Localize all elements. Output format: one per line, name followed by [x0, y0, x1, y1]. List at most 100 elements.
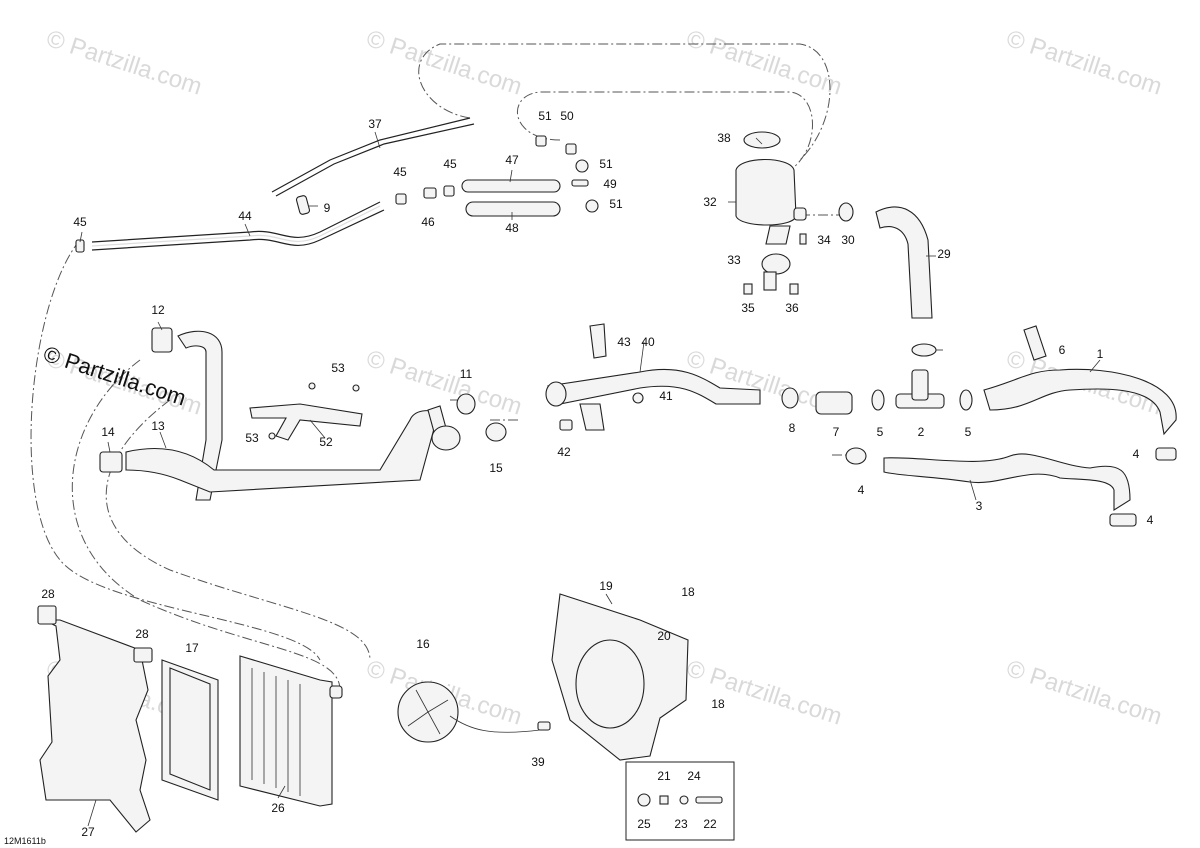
- clip-28-mid: [133, 647, 153, 663]
- callout-number: 23: [674, 817, 688, 831]
- hardware-group-box: [625, 761, 735, 841]
- pipe-40: [545, 368, 761, 431]
- callout-number: 19: [599, 579, 613, 593]
- callout-number: 25: [637, 817, 651, 831]
- bracket-52: [249, 403, 363, 441]
- watermark-text: © Partzilla.com: [1003, 25, 1165, 101]
- watermark-text: © Partzilla.com: [363, 345, 525, 421]
- watermark-text: © Partzilla.com: [363, 25, 525, 101]
- callout-number: 38: [717, 131, 731, 145]
- hose-47: [461, 179, 561, 193]
- hose-assembly-12-13: [99, 327, 461, 501]
- callout-number: 18: [681, 585, 695, 599]
- watermark-text: © Partzilla.com: [43, 25, 205, 101]
- callout-number: 18: [711, 697, 725, 711]
- callout-number: 21: [657, 769, 671, 783]
- callout-number: 52: [319, 435, 333, 449]
- clamp-4-right: [1109, 447, 1177, 527]
- watermark-text: © Partzilla.com: [683, 25, 845, 101]
- callout-number: 13: [151, 419, 165, 433]
- hose-1: [983, 368, 1177, 436]
- callout-number: 16: [416, 637, 430, 651]
- clamps: [456, 202, 973, 465]
- callout-number: 17: [185, 641, 199, 655]
- screen-17: [161, 659, 219, 801]
- callout-number: 45: [443, 157, 457, 171]
- callout-number: 30: [841, 233, 855, 247]
- callout-number: 6: [1059, 343, 1066, 357]
- callout-number: 49: [603, 177, 617, 191]
- callout-number: 7: [833, 425, 840, 439]
- rod-37: [271, 117, 475, 197]
- watermark-text: © Partzilla.com: [683, 655, 845, 731]
- callout-number: 32: [703, 195, 717, 209]
- coolant-reservoir-32: [735, 159, 807, 245]
- callout-number: 51: [538, 109, 552, 123]
- watermark-text: © Partzilla.com: [1003, 655, 1165, 731]
- clip-28-top: [37, 605, 57, 625]
- fan-16: [397, 681, 551, 743]
- callout-number: 41: [659, 389, 673, 403]
- callout-number: 47: [505, 153, 519, 167]
- callout-number: 34: [817, 233, 831, 247]
- hose-44: [91, 201, 385, 251]
- callout-number: 46: [421, 215, 435, 229]
- clamp-33: [761, 253, 791, 291]
- hose-3: [883, 453, 1131, 511]
- callout-number: 27: [81, 825, 95, 839]
- small-fittings: [75, 135, 807, 440]
- callout-number: 26: [271, 801, 285, 815]
- callout-number: 5: [965, 425, 972, 439]
- callout-number: 50: [560, 109, 574, 123]
- callout-number: 45: [73, 215, 87, 229]
- cap-38: [743, 131, 781, 149]
- callout-number: 11: [460, 367, 473, 381]
- hose-48: [465, 201, 561, 217]
- tee-2: [895, 369, 945, 409]
- callout-number: 5: [877, 425, 884, 439]
- callout-number: 39: [531, 755, 545, 769]
- callout-number: 12: [151, 303, 165, 317]
- callout-number: 33: [727, 253, 741, 267]
- callout-number: 40: [641, 335, 655, 349]
- callout-number: 4: [1133, 447, 1140, 461]
- callout-number: 4: [858, 483, 865, 497]
- callout-number: 20: [657, 629, 671, 643]
- callout-number: 51: [609, 197, 623, 211]
- clip-43: [589, 323, 607, 359]
- drawing-code: 12M1611b: [4, 836, 46, 846]
- callout-number: 29: [937, 247, 951, 261]
- clip-9: [295, 195, 311, 215]
- callout-number: 35: [741, 301, 755, 315]
- callout-number: 4: [1147, 513, 1154, 527]
- hose-7: [815, 391, 853, 415]
- callout-number: 15: [489, 461, 503, 475]
- callout-number: 1: [1097, 347, 1104, 361]
- callout-number: 9: [324, 201, 331, 215]
- callout-number: 8: [789, 421, 796, 435]
- panel-27: [39, 619, 151, 833]
- routing-lines: [30, 43, 945, 691]
- callout-number: 37: [368, 117, 382, 131]
- callout-number: 24: [687, 769, 701, 783]
- callout-number: 36: [785, 301, 799, 315]
- hose-29: [875, 206, 933, 319]
- callout-number: 2: [918, 425, 925, 439]
- callout-number: 48: [505, 221, 519, 235]
- radiator-26: [239, 655, 343, 807]
- callout-number: 45: [393, 165, 407, 179]
- shroud-19: [551, 593, 689, 761]
- callout-number: 28: [41, 587, 55, 601]
- callout-number: 3: [976, 499, 983, 513]
- callout-number: 53: [331, 361, 345, 375]
- callout-number: 28: [135, 627, 149, 641]
- callout-number: 22: [703, 817, 717, 831]
- callout-number: 43: [617, 335, 631, 349]
- callout-number: 51: [599, 157, 613, 171]
- callout-number: 42: [557, 445, 571, 459]
- callout-number: 53: [245, 431, 259, 445]
- clip-6: [1023, 325, 1047, 361]
- callout-number: 14: [101, 425, 115, 439]
